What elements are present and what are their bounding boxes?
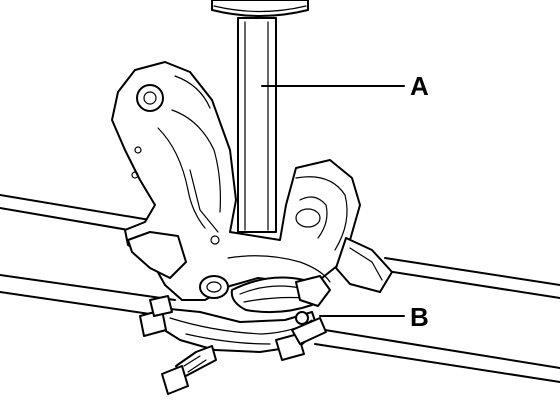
pressure-piece [230, 275, 331, 314]
workbench-rails [0, 194, 560, 383]
callout-label-b: B [410, 302, 429, 332]
leader-lines [261, 85, 405, 317]
support-plate [127, 231, 393, 293]
press-rod [237, 17, 277, 233]
press-cylinder [211, 0, 309, 17]
callout-label-a: A [410, 71, 429, 101]
support-fixture [139, 295, 327, 395]
